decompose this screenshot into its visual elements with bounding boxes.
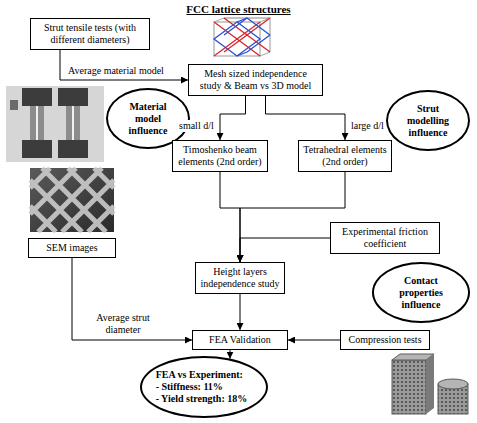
node-text: FEA Validation (197, 334, 283, 346)
process-box: Height layers independence study (195, 262, 285, 294)
input-box: Compression tests (340, 330, 430, 350)
node-text: Contact properties influence (383, 275, 458, 311)
edge-label: small d/l (177, 120, 216, 132)
flow-arrow (60, 50, 188, 80)
lattice-cell (214, 18, 270, 56)
flow-arrow (230, 350, 231, 359)
node-text: SEM images (33, 242, 111, 254)
flow-arrow (266, 96, 346, 140)
node-text: Height layers independence study (200, 266, 280, 290)
process-box: Strut tensile tests (with different diam… (30, 18, 150, 50)
flow-arrow (220, 172, 240, 262)
ellipse-text-holder: Contact properties influence (383, 275, 458, 311)
ellipse-text-holder: Strut modelling influence (396, 103, 460, 139)
edge-label: Average material model (66, 65, 166, 77)
input-box: SEM images (28, 238, 116, 258)
diagram-title: FCC lattice structures (0, 3, 477, 16)
ellipse-text-holder: FEA vs Experiment:- Stiffness: 11%- Yiel… (156, 369, 253, 405)
node-text: Tetrahedral elements (2nd order) (303, 144, 387, 168)
node-text: Strut tensile tests (with different diam… (35, 22, 145, 46)
process-box: Tetrahedral elements (2nd order) (298, 140, 392, 172)
ellipse-text-holder: Material model influence (116, 101, 180, 137)
process-box: Timoshenko beam elements (2nd order) (172, 140, 268, 172)
node-text: Strut modelling influence (396, 103, 460, 139)
influence-ellipse: Contact properties influence (372, 262, 470, 323)
node-subtext: - Stiffness: 11% (156, 381, 253, 393)
result-ellipse: FEA vs Experiment:- Stiffness: 11%- Yiel… (140, 356, 268, 418)
edge-label: large d/l (349, 120, 386, 132)
flow-arrow (288, 340, 340, 341)
input-box: Experimental friction coefficient (330, 222, 440, 254)
flow-arrow (220, 96, 246, 140)
node-text: Mesh sized independence study & Beam vs … (193, 68, 318, 92)
edge-label: Average strut diameter (78, 312, 168, 336)
node-text: Compression tests (345, 334, 425, 346)
flow-arrow (72, 258, 192, 340)
node-subtext: - Yield strength: 18% (156, 393, 253, 405)
process-box: FEA Validation (192, 330, 288, 350)
node-text: Timoshenko beam elements (2nd order) (177, 144, 263, 168)
sem-image (30, 168, 114, 232)
tensile-test-photo (6, 86, 104, 162)
flow-arrow (240, 238, 330, 262)
process-box: Mesh sized independence study & Beam vs … (188, 64, 323, 96)
lattice-specimens-photo (392, 354, 468, 414)
node-text: Experimental friction coefficient (335, 226, 435, 250)
node-text: Material model influence (116, 101, 180, 137)
node-text: FEA vs Experiment: (156, 369, 253, 381)
influence-ellipse: Strut modelling influence (386, 90, 470, 151)
flow-arrow (240, 294, 241, 330)
